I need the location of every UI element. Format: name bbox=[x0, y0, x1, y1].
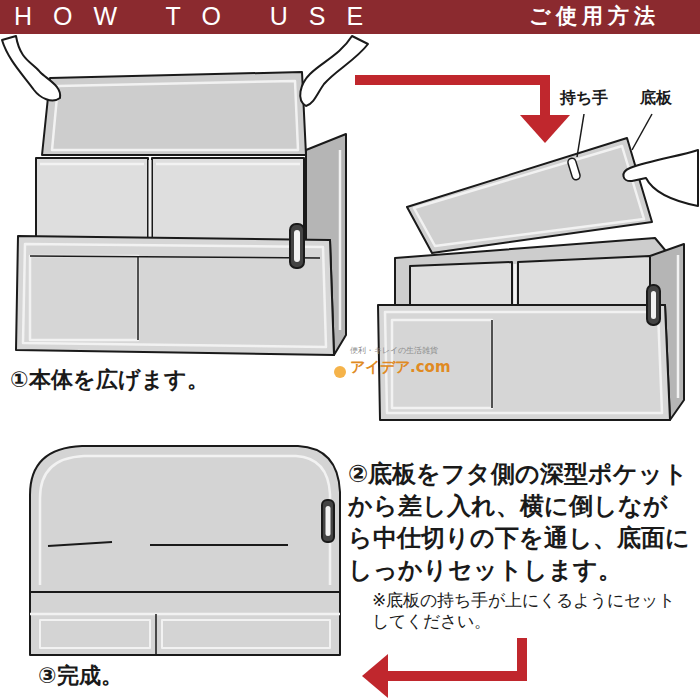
step1-box-figure-part bbox=[42, 72, 306, 155]
step2-box-figure-part bbox=[414, 146, 644, 246]
part-label: 底板 bbox=[640, 88, 672, 108]
step3-box-figure-part bbox=[162, 620, 330, 648]
watermark-icon bbox=[334, 366, 346, 378]
leader-line-part bbox=[577, 114, 584, 157]
flow-arrow bbox=[362, 638, 522, 698]
step2-box-figure-part bbox=[514, 264, 517, 305]
step1-box-figure bbox=[2, 36, 368, 355]
leader-line bbox=[577, 114, 652, 157]
step1-box-figure-part bbox=[300, 36, 368, 106]
flow-arrow-part bbox=[362, 654, 388, 698]
step1-box-figure-part bbox=[156, 163, 300, 166]
step2-box-figure-part bbox=[651, 291, 656, 319]
flow-arrow-part bbox=[355, 80, 545, 118]
step1-box-figure-part bbox=[36, 158, 148, 240]
flow-arrow-part bbox=[520, 115, 570, 143]
step2-box-figure-part bbox=[410, 262, 512, 305]
flow-arrow-part bbox=[386, 638, 522, 676]
step3-box-figure-part bbox=[30, 613, 340, 616]
flow-arrow bbox=[355, 80, 570, 143]
step-caption: ②底板をフタ側の深型ポケットから差し入れ、横に倒しながら中仕切りの下を通し、底面… bbox=[348, 458, 690, 586]
step1-box-figure-part bbox=[339, 150, 342, 330]
step1-box-figure-part bbox=[52, 81, 298, 150]
watermark: 便利・キレイの生活雑貨 bbox=[350, 346, 438, 356]
step3-box-figure-part bbox=[150, 544, 288, 546]
part-label: 持ち手 bbox=[560, 88, 608, 108]
step1-box-figure-part bbox=[152, 158, 304, 240]
step1-box-figure-part bbox=[2, 36, 60, 100]
step2-box-figure bbox=[378, 138, 698, 420]
step3-box-figure-part bbox=[30, 446, 340, 655]
header-band: HOW TO USE ご使用方法 bbox=[0, 0, 700, 34]
step3-box-figure-part bbox=[30, 591, 340, 593]
watermark: アイデア.com bbox=[350, 358, 451, 377]
step1-box-figure-part bbox=[16, 236, 334, 355]
leader-line-part bbox=[632, 114, 652, 150]
step1-box-figure-part bbox=[149, 160, 152, 240]
step3-box-figure bbox=[30, 446, 340, 655]
step1-box-figure-part bbox=[30, 256, 138, 340]
step2-box-figure-part bbox=[491, 320, 493, 408]
step2-box-figure-part bbox=[677, 255, 680, 398]
step1-box-figure-part bbox=[294, 230, 300, 262]
step-caption: ③完成。 bbox=[38, 662, 123, 690]
step1-box-figure-part bbox=[23, 244, 326, 347]
step3-box-figure-part bbox=[322, 500, 334, 542]
step3-box-figure-part bbox=[40, 456, 330, 585]
heading-text: HOW TO USE bbox=[14, 3, 384, 31]
step2-box-figure-part bbox=[567, 157, 581, 180]
step2-box-figure-part bbox=[647, 285, 660, 325]
step1-box-figure-part bbox=[40, 163, 144, 166]
heading-subtext: ご使用方法 bbox=[529, 5, 660, 28]
step2-box-figure-part bbox=[518, 256, 650, 305]
step1-box-figure-part bbox=[290, 224, 304, 268]
step2-box-figure-part bbox=[623, 150, 698, 206]
step3-box-figure-part bbox=[48, 542, 112, 546]
step1-box-figure-part bbox=[30, 256, 320, 258]
step1-box-figure-part bbox=[137, 256, 139, 340]
step-note: ※底板の持ち手が上にくるようにセットしてください。 bbox=[372, 590, 686, 632]
step3-box-figure-part bbox=[326, 506, 331, 536]
step2-box-figure-part bbox=[407, 138, 652, 253]
step-caption: ①本体を広げます。 bbox=[10, 366, 209, 394]
step3-box-figure-part bbox=[155, 614, 157, 655]
step3-box-figure-part bbox=[40, 620, 150, 648]
